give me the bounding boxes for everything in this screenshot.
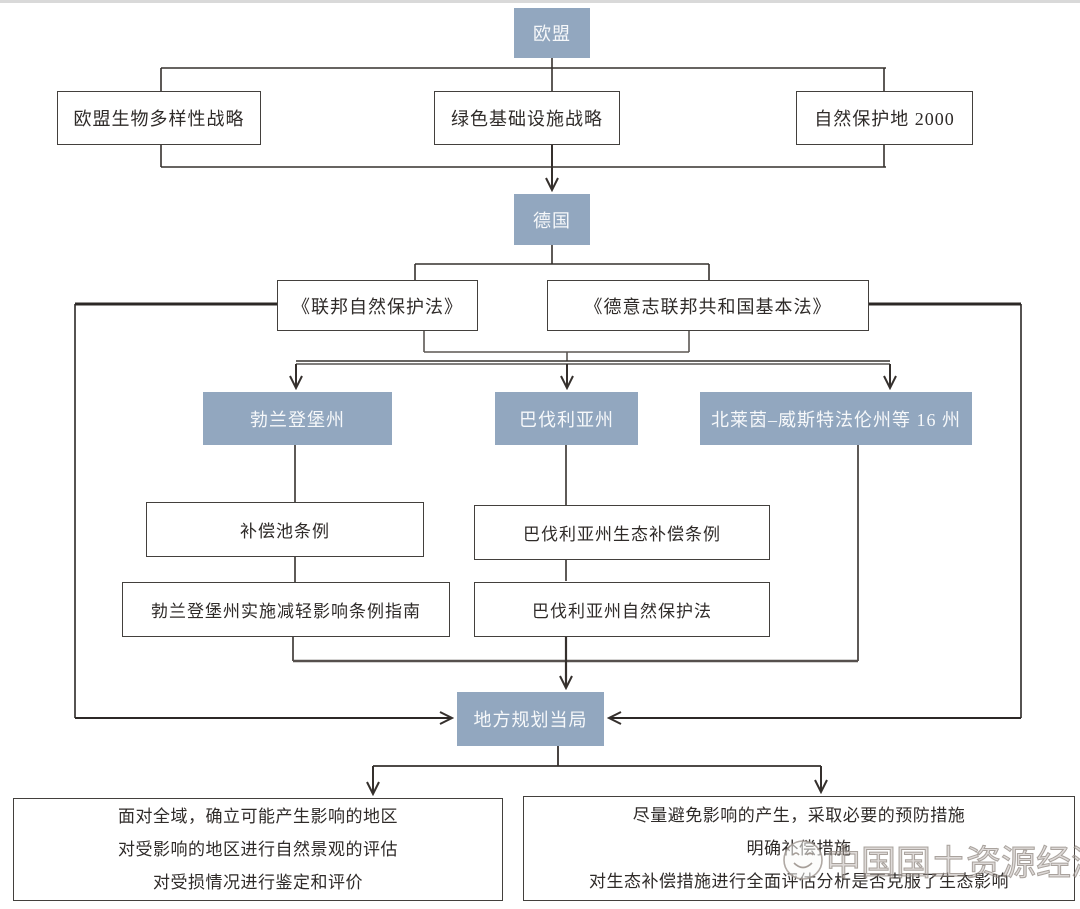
node-germany: 德国 — [514, 194, 590, 245]
node-state-brandenburg: 勃兰登堡州 — [203, 392, 392, 445]
node-green-infrastructure-strategy: 绿色基础设施战略 — [434, 91, 620, 145]
node-state-bavaria: 巴伐利亚州 — [495, 392, 638, 445]
top-divider — [0, 0, 1080, 3]
node-outcome-assessment: 面对全域，确立可能产生影响的地区 对受影响的地区进行自然景观的评估 对受损情况进… — [13, 798, 503, 901]
outcome-connectors — [373, 746, 821, 794]
germany-level-connectors — [296, 245, 890, 388]
node-brandenburg-impact-mitigation-guide: 勃兰登堡州实施减轻影响条例指南 — [122, 582, 450, 637]
outcome-assessment-line-3: 对受损情况进行鉴定和评价 — [153, 873, 363, 892]
outcome-prevention-line-2: 明确补偿措施 — [746, 839, 852, 858]
node-local-planning-authority: 地方规划当局 — [457, 692, 604, 746]
node-compensation-pool-regulation: 补偿池条例 — [146, 502, 424, 557]
outcome-prevention-line-3: 对生态补偿措施进行全面评估分析是否克服了生态影响 — [589, 872, 1009, 891]
node-bavaria-nature-protection-law: 巴伐利亚州自然保护法 — [474, 582, 770, 637]
node-federal-nature-conservation-act: 《联邦自然保护法》 — [277, 280, 478, 331]
node-eu: 欧盟 — [514, 8, 590, 58]
node-german-basic-law: 《德意志联邦共和国基本法》 — [547, 280, 869, 331]
node-bavaria-eco-compensation-regulation: 巴伐利亚州生态补偿条例 — [474, 505, 770, 560]
node-state-north-rhine-westphalia: 北莱茵–威斯特法伦州等 16 州 — [700, 392, 972, 445]
outcome-assessment-line-1: 面对全域，确立可能产生影响的地区 — [118, 807, 398, 826]
outer-loop-connectors — [74, 302, 1022, 718]
outcome-assessment-line-2: 对受影响的地区进行自然景观的评估 — [118, 840, 398, 859]
state-level-connectors — [292, 445, 859, 688]
node-eu-biodiversity-strategy: 欧盟生物多样性战略 — [57, 91, 261, 145]
eu-level-connectors — [160, 58, 886, 190]
node-natura-2000: 自然保护地 2000 — [796, 91, 973, 145]
node-outcome-prevention: 尽量避免影响的产生，采取必要的预防措施 明确补偿措施 对生态补偿措施进行全面评估… — [523, 796, 1075, 901]
outcome-prevention-line-1: 尽量避免影响的产生，采取必要的预防措施 — [632, 806, 966, 825]
